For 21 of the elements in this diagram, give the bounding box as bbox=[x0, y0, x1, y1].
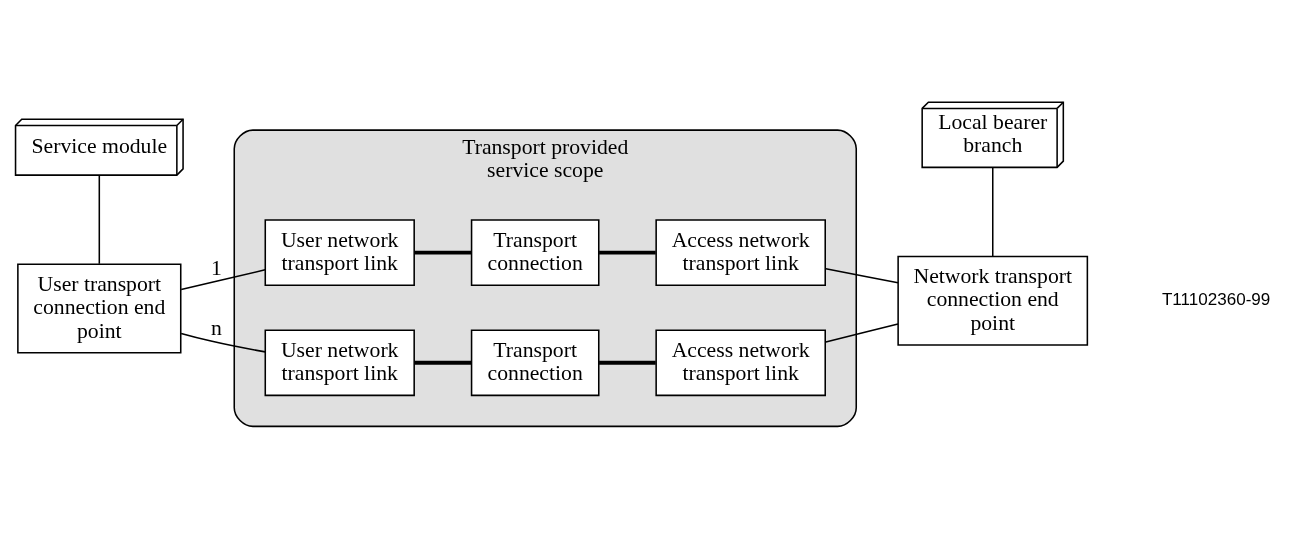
node-box: Transport connection bbox=[470, 219, 600, 286]
node-box: Access network transport link bbox=[655, 329, 826, 397]
node-box: Network transport connection end point bbox=[897, 255, 1089, 346]
label: T11102360-99 bbox=[1161, 290, 1271, 310]
connector bbox=[414, 360, 472, 365]
connector bbox=[599, 250, 656, 255]
edge-label: n bbox=[210, 316, 222, 341]
node-box: Transport connection bbox=[470, 329, 600, 397]
connector bbox=[98, 174, 101, 265]
node-box: Access network transport link bbox=[655, 219, 826, 286]
node-box: User transport connection end point bbox=[17, 263, 182, 354]
connector bbox=[180, 269, 266, 291]
connector bbox=[825, 323, 899, 343]
connector bbox=[599, 360, 656, 365]
connector bbox=[825, 268, 899, 284]
connector bbox=[991, 166, 994, 257]
connector bbox=[414, 250, 472, 255]
connector bbox=[180, 332, 266, 353]
node-box: User network transport link bbox=[264, 329, 415, 397]
node-box: User network transport link bbox=[264, 219, 415, 286]
edge-label: 1 bbox=[210, 255, 222, 280]
